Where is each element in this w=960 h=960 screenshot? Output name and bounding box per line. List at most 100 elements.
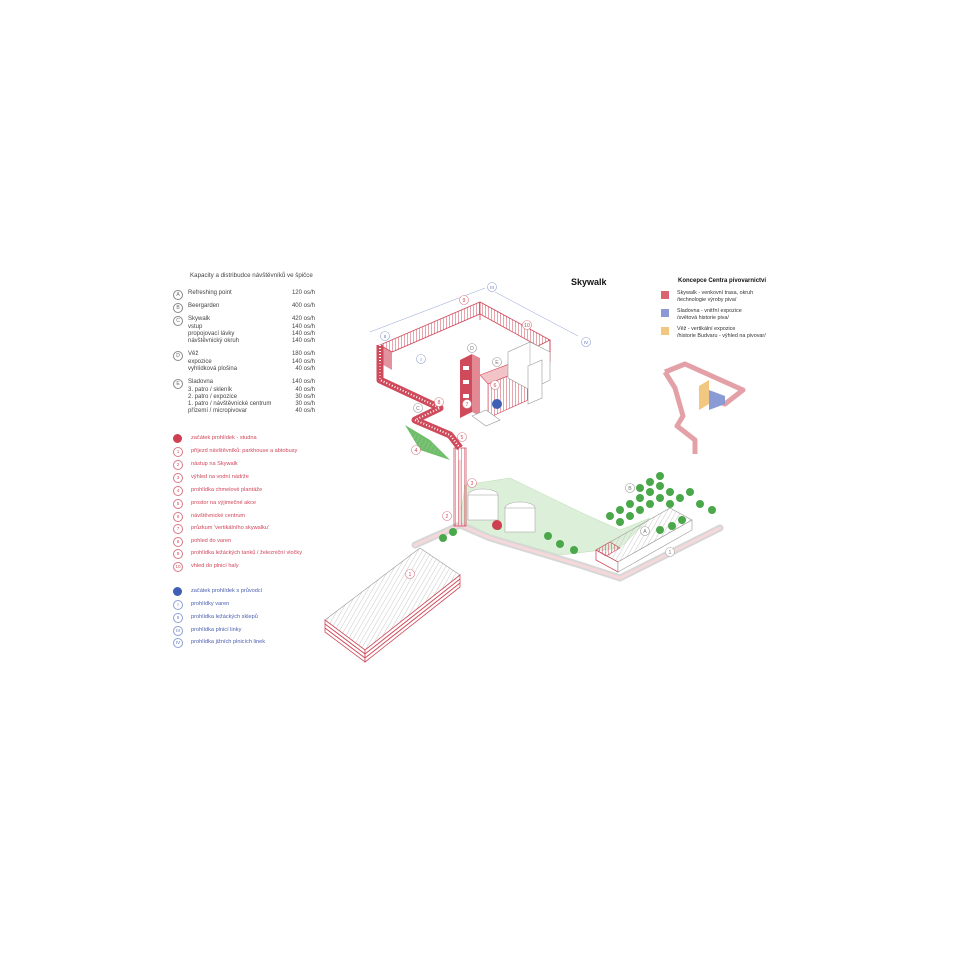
red-number-badges: 1 1 2 3 4 5 6 7 8 9 10 [405, 295, 675, 579]
capacity-label: Skywalk [188, 316, 211, 322]
map-letter-d: D [470, 346, 474, 352]
dimension-lines [369, 287, 579, 337]
capacity-row-b: B Beergarden 400 os/h [173, 303, 315, 313]
trees [439, 472, 716, 554]
sub-value: 140 os/h [291, 338, 315, 344]
number-badge: 5 [173, 499, 183, 509]
capacity-value: 120 os/h [291, 290, 315, 296]
number-badge: 9 [173, 549, 183, 559]
legend-label: prohlídka ležáckých tanků / železniční v… [191, 550, 302, 556]
capacity-label: Věž [188, 351, 199, 357]
legend-label: začátek prohlídek s průvodcí [191, 588, 263, 594]
sub-label: 3. patro / skleník [188, 387, 233, 393]
letter-badge: D [173, 351, 183, 361]
yellow-swatch-icon [661, 327, 669, 335]
parking-house [324, 547, 461, 663]
map-roman-iii: III [490, 285, 494, 290]
capacity-value: 420 os/h [291, 316, 315, 322]
map-roman-iv: IV [584, 340, 589, 345]
concept-line: Věž - vertikální expozice [677, 326, 736, 332]
legend-label: prohlídka plnicí linky [191, 627, 242, 633]
roman-badges: I II III IV [380, 282, 591, 364]
roman-badge: III [173, 626, 183, 636]
legend-label: návštěvnické centrum [191, 513, 246, 519]
capacity-row-a: A Refreshing point 120 os/h [173, 290, 315, 300]
red-dot-icon [173, 434, 182, 443]
concept-line: Sladovna - vnitřní expozice [677, 308, 742, 314]
blue-dot-icon [173, 587, 182, 596]
map-number-3: 3 [471, 481, 474, 487]
sub-value: 40 os/h [295, 387, 315, 393]
sub-label: návštěvnický okruh [188, 338, 240, 344]
legend-label: příjezd návštěvníků: parkhouse a abtobus… [191, 448, 298, 454]
sub-label: vstup [188, 324, 203, 330]
blue-swatch-icon [661, 309, 669, 317]
letter-badge: C [173, 316, 183, 326]
sub-value: 40 os/h [295, 408, 315, 414]
tower-vez [460, 354, 480, 418]
legend-label: začátek prohlídek - studna [191, 435, 257, 441]
map-number-4: 4 [415, 448, 418, 454]
skywalk-site-axonometry: 1 1 2 3 4 5 6 7 8 9 10 A B C D E I [324, 282, 724, 663]
water-tanks [467, 488, 536, 533]
sub-value: 40 os/h [295, 366, 315, 372]
map-number-1: 1 [409, 572, 412, 578]
map-number-1b: 1 [669, 550, 672, 556]
capacity-row-d: D Věž 180 os/h expozice 140 os/h vyhlídko… [173, 351, 315, 375]
capacity-value: 180 os/h [291, 351, 315, 357]
concept-line: Skywalk - venkovní trasa, okruh [677, 290, 754, 296]
brewery-buildings [471, 341, 551, 427]
number-badge: 2 [173, 460, 183, 470]
legend-label: průzkum 'vertikálního skywalku' [191, 525, 269, 531]
capacity-label: Refreshing point [188, 290, 232, 296]
sub-label: přízemí / micropivovar [188, 408, 248, 414]
legend-label: výhled na vodní nádrže [191, 474, 249, 480]
number-badge: 1 [173, 447, 183, 457]
map-number-2: 2 [446, 514, 449, 520]
red-swatch-icon [661, 291, 669, 299]
map-number-9: 9 [463, 298, 466, 304]
page-title: Skywalk [571, 277, 607, 287]
sub-value: 140 os/h [291, 331, 315, 337]
legend-label: vhled do plnicí haly [191, 563, 239, 569]
number-badge: 7 [173, 524, 183, 534]
concept-mini-diagram [662, 361, 746, 454]
map-number-10: 10 [524, 323, 530, 329]
letter-badge: E [173, 379, 183, 389]
concept-heading: Koncepce Centra pivovarnictví [678, 278, 767, 284]
number-badge: 6 [173, 512, 183, 522]
sub-value: 30 os/h [295, 401, 315, 407]
map-number-5: 5 [461, 435, 464, 441]
start-dot-red [492, 520, 502, 530]
roman-badge: IV [173, 638, 183, 648]
legend-label: prohlídky varen [191, 601, 230, 607]
map-roman-ii: II [384, 334, 387, 339]
skywalk-connector [453, 447, 467, 527]
legend-label: prostor na výjimečné akce [191, 500, 256, 506]
number-badge: 3 [173, 473, 183, 483]
capacity-label: Beergarden [188, 303, 220, 309]
concept-line: /světová historie piva/ [677, 314, 729, 321]
concept-line: /historie Budvaru - výhled na pivovar/ [677, 332, 766, 339]
capacity-label: Sladovna [188, 379, 214, 385]
sub-value: 30 os/h [295, 394, 315, 400]
sub-label: 2. patro / expozice [188, 394, 238, 400]
roman-badge: I [173, 600, 183, 610]
roman-badge: II [173, 613, 183, 623]
sub-label: expozice [188, 359, 212, 365]
start-dot-blue [492, 399, 502, 409]
map-roman-i: I [420, 357, 421, 362]
sub-value: 140 os/h [291, 359, 315, 365]
legend-label: prohlídka ležáckých sklepů [191, 614, 258, 620]
capacity-value: 140 os/h [291, 379, 315, 385]
sub-label: vyhlídková plošina [188, 366, 238, 372]
number-badge: 8 [173, 537, 183, 547]
capacity-value: 400 os/h [291, 303, 315, 309]
number-badge: 10 [173, 562, 183, 572]
map-letter-a: A [643, 529, 647, 535]
legend-label: prohlídka chmelové plantáže [191, 487, 263, 493]
hop-plantation [405, 425, 450, 460]
map-number-6: 6 [494, 383, 497, 389]
legend-label: pohled do varen [191, 538, 232, 544]
